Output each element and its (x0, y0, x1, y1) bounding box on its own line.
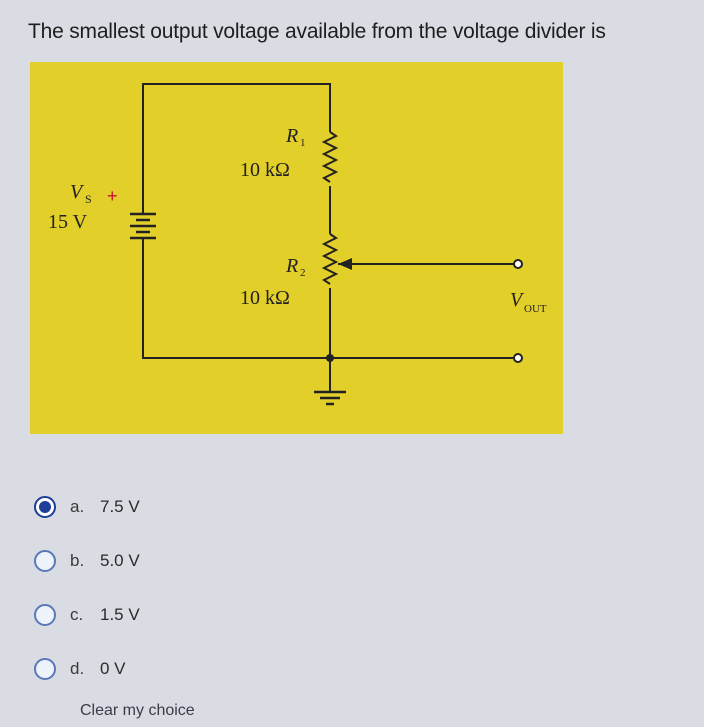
option-d-text: 0 V (100, 659, 126, 678)
option-d[interactable]: d. 0 V (34, 642, 140, 696)
diagram-background (30, 62, 563, 434)
r1-value: 10 kΩ (240, 159, 290, 181)
circuit-svg: V S + 15 V R 1 10 kΩ R 2 10 kΩ V OUT (30, 62, 563, 434)
top-wire (142, 83, 331, 214)
source-value: 15 V (48, 211, 88, 233)
r2-value: 10 kΩ (240, 287, 290, 309)
source-subscript: S (85, 192, 92, 206)
option-c-text: 1.5 V (100, 605, 140, 624)
radio-a[interactable] (34, 496, 56, 518)
ground-icon (314, 390, 346, 406)
vout-terminal-bottom (513, 353, 523, 363)
option-d-letter: d. (70, 659, 85, 678)
junction-dot (326, 354, 334, 362)
option-c[interactable]: c. 1.5 V (34, 588, 140, 642)
option-a-letter: a. (70, 497, 85, 516)
r2-resistor (321, 233, 339, 285)
option-c-letter: c. (70, 605, 84, 624)
source-label: V (70, 181, 85, 203)
radio-b[interactable] (34, 550, 56, 572)
option-a-text: 7.5 V (100, 497, 140, 516)
source-plus: + (107, 186, 118, 206)
circuit-diagram: V S + 15 V R 1 10 kΩ R 2 10 kΩ V OUT (30, 62, 563, 434)
r2-label: R (285, 255, 298, 277)
option-a[interactable]: a. 7.5 V (34, 480, 140, 534)
radio-c[interactable] (34, 604, 56, 626)
vout-label: V (510, 289, 525, 311)
radio-d[interactable] (34, 658, 56, 680)
clear-choice-link[interactable]: Clear my choice (80, 702, 195, 719)
question-text: The smallest output voltage available fr… (28, 20, 606, 43)
r1-resistor (321, 131, 339, 183)
option-b[interactable]: b. 5.0 V (34, 534, 140, 588)
r2-subscript: 2 (300, 267, 306, 279)
r1-label: R (285, 125, 298, 147)
r1-subscript: 1 (300, 137, 306, 149)
bottom-wire (142, 242, 330, 359)
option-b-letter: b. (70, 551, 85, 570)
vout-subscript: OUT (524, 303, 547, 315)
vout-terminal-top (513, 259, 523, 269)
wiper-arrow (338, 258, 352, 270)
option-b-text: 5.0 V (100, 551, 140, 570)
answer-options: a. 7.5 V b. 5.0 V c. 1.5 V d. 0 V (34, 480, 140, 696)
